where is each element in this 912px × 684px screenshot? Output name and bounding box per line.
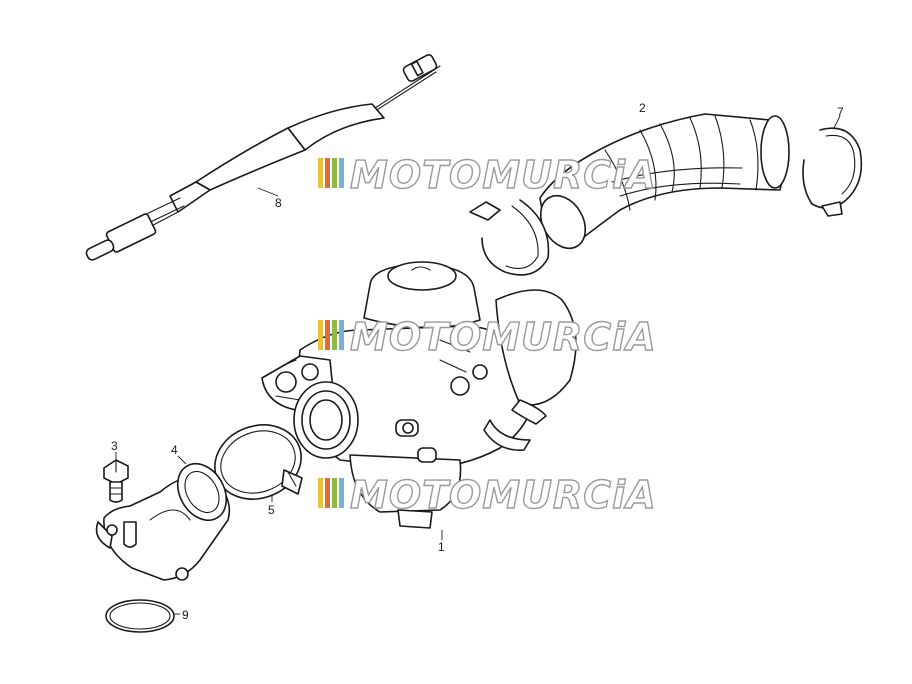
watermark-text: MOTOMURCiA — [350, 315, 657, 359]
intake-manifold — [95, 455, 231, 581]
clamp-band-5 — [214, 424, 303, 502]
watermark-text: MOTOMURCiA — [350, 473, 657, 517]
callout-9: 9 — [182, 608, 189, 622]
callout-7: 7 — [837, 105, 844, 119]
intake-hose — [539, 113, 790, 250]
watermark-stripe-3 — [332, 478, 337, 508]
o-ring — [105, 599, 180, 633]
bolt — [103, 452, 129, 503]
callout-2: 2 — [639, 101, 646, 115]
watermark-bottom: MOTOMURCiA — [318, 472, 657, 518]
throttle-cable — [85, 54, 441, 261]
watermark-stripe-2 — [325, 158, 330, 188]
watermark-top: MOTOMURCiA — [318, 152, 657, 198]
watermark-stripe-1 — [318, 478, 323, 508]
carburettor — [261, 261, 577, 540]
watermark-middle: MOTOMURCiA — [318, 314, 657, 360]
callout-1: 1 — [438, 540, 445, 554]
watermark-text: MOTOMURCiA — [350, 153, 657, 197]
hose-clamp-left — [469, 199, 550, 276]
callout-3: 3 — [111, 439, 118, 453]
watermark-stripe-3 — [332, 158, 337, 188]
watermark-stripe-1 — [318, 158, 323, 188]
watermark-stripe-2 — [325, 478, 330, 508]
watermark-stripe-3 — [332, 320, 337, 350]
callout-4: 4 — [171, 443, 178, 457]
callout-8: 8 — [275, 196, 282, 210]
watermark-stripe-4 — [339, 478, 344, 508]
watermark-stripe-4 — [339, 158, 344, 188]
watermark-stripe-1 — [318, 320, 323, 350]
watermark-stripe-2 — [325, 320, 330, 350]
watermark-stripe-4 — [339, 320, 344, 350]
callout-5: 5 — [268, 503, 275, 517]
clamp-ring-7 — [802, 115, 863, 217]
